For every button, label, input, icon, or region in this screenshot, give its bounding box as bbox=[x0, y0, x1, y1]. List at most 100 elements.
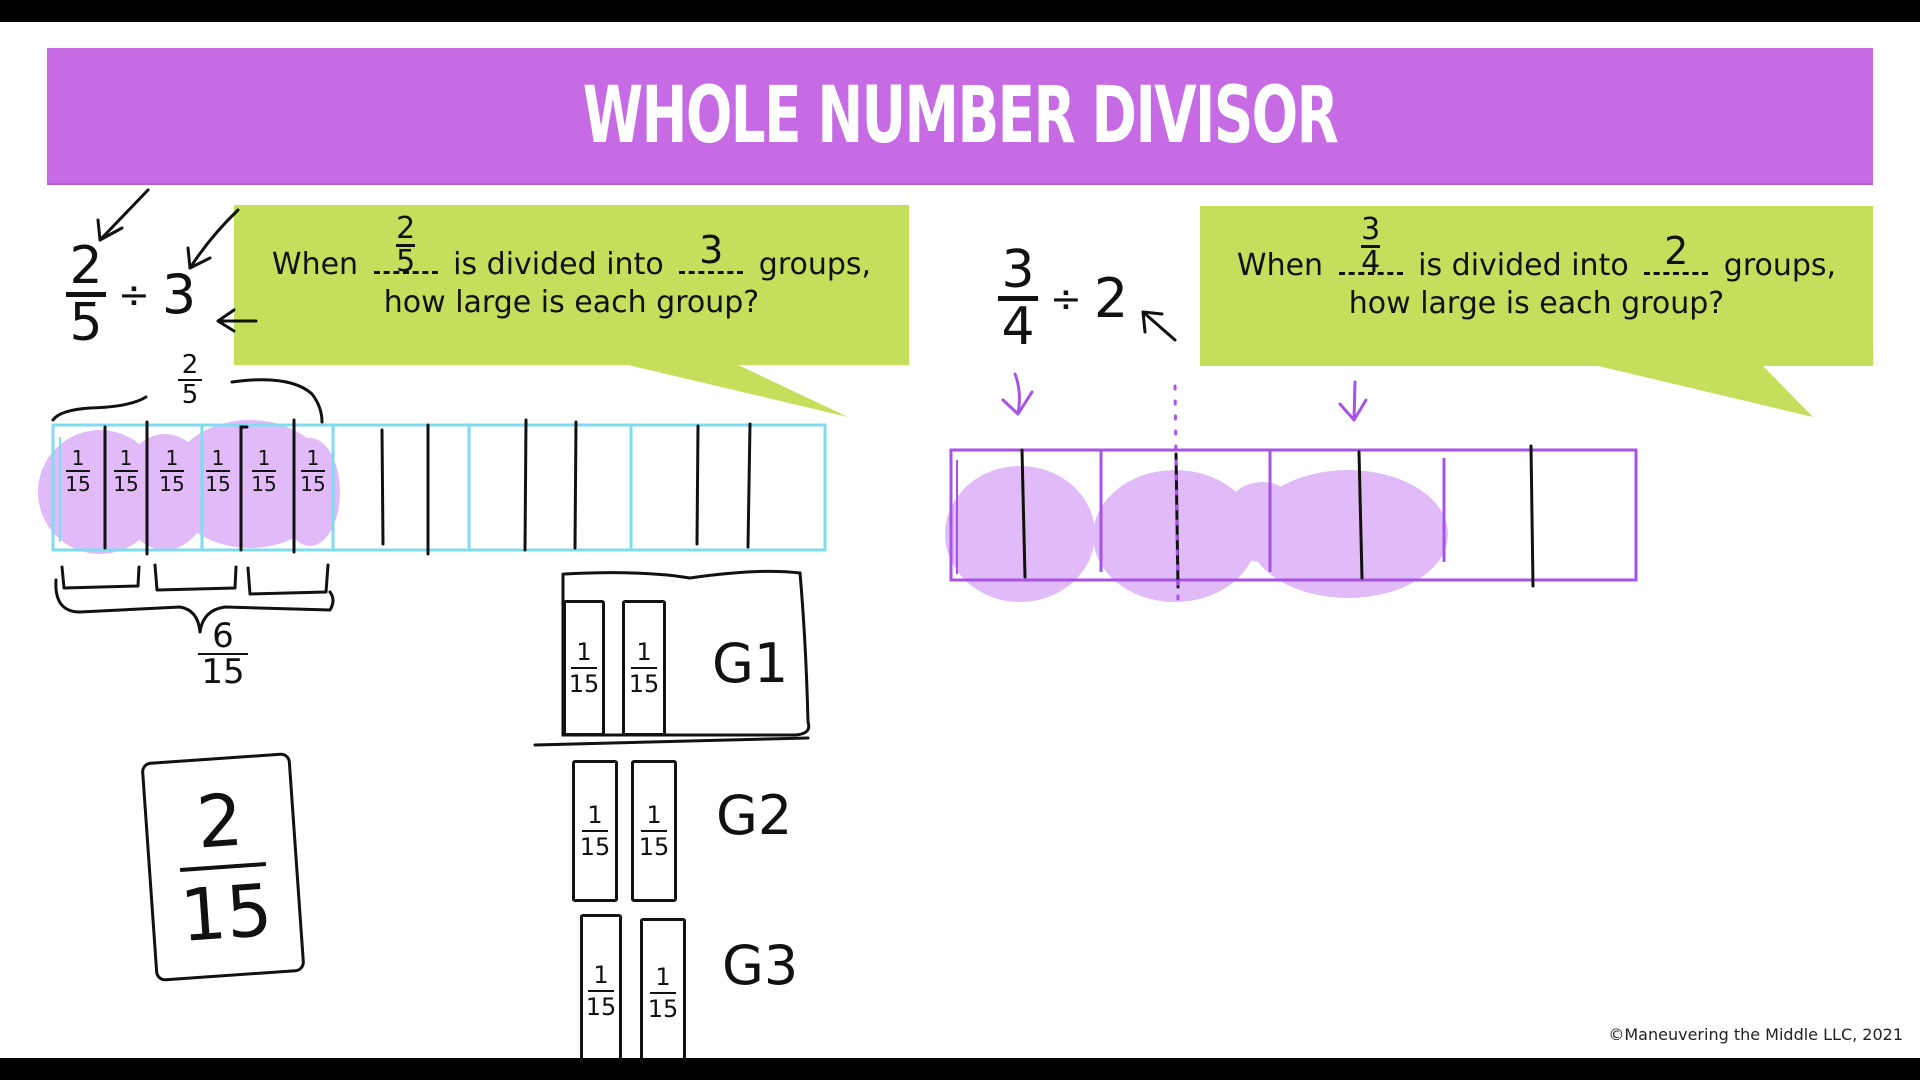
page-title: WHOLE NUMBER DIVISOR bbox=[582, 71, 1339, 161]
expression-denominator: 4 bbox=[1001, 297, 1035, 357]
cell-denominator: 15 bbox=[251, 472, 277, 496]
expression-numerator: 2 bbox=[69, 236, 103, 296]
expression-divisor: 3 bbox=[161, 263, 197, 326]
cell-numerator: 1 bbox=[119, 446, 133, 470]
label-bar bbox=[178, 379, 202, 381]
subdivision-lines-left bbox=[103, 418, 752, 556]
bubble-tail-left bbox=[624, 364, 848, 417]
card-denominator: 15 bbox=[568, 670, 600, 698]
card-bar bbox=[588, 989, 614, 992]
card-denominator: 15 bbox=[628, 670, 660, 698]
highlight-scribble-right bbox=[945, 466, 1448, 602]
card-denominator: 15 bbox=[585, 992, 617, 1021]
card-denominator: 15 bbox=[638, 833, 670, 861]
drawing-layer bbox=[38, 188, 1813, 747]
cell-denominator: 15 bbox=[65, 472, 91, 496]
fill-denominator: 4 bbox=[1361, 245, 1381, 280]
prompt-word: is divided into bbox=[453, 247, 664, 282]
blank-divisor-left: 3 bbox=[679, 231, 744, 274]
expression-left: 2 5 ÷ 3 bbox=[66, 236, 197, 349]
title-banner: WHOLE NUMBER DIVISOR bbox=[47, 48, 1873, 185]
prompt-line2-left: how large is each group? bbox=[383, 285, 760, 320]
card-denominator: 15 bbox=[579, 833, 611, 861]
prompt-line2-right: how large is each group? bbox=[1348, 286, 1725, 321]
group-label-g3: G3 bbox=[722, 934, 799, 997]
cell-numerator: 1 bbox=[257, 446, 271, 470]
card-bar bbox=[571, 667, 597, 669]
fraction-bar bbox=[998, 296, 1038, 301]
fill-numerator: 2 bbox=[396, 211, 416, 246]
copyright-footer: ©Maneuvering the Middle LLC, 2021 bbox=[1608, 1025, 1903, 1044]
answer-denominator: 15 bbox=[177, 867, 275, 958]
highlight-scribble-left bbox=[38, 420, 340, 554]
cell-numerator: 1 bbox=[306, 446, 320, 470]
prompt-word: groups, bbox=[758, 247, 872, 282]
group-divider bbox=[533, 736, 810, 747]
card-bar bbox=[631, 667, 657, 669]
fill-bar bbox=[1361, 245, 1381, 248]
blank-divisor-right: 2 bbox=[1644, 232, 1709, 275]
expression-numerator: 3 bbox=[1001, 240, 1035, 300]
arrow-icons-left bbox=[96, 188, 258, 333]
group-box-g1 bbox=[561, 569, 811, 737]
expression-divisor: 2 bbox=[1093, 267, 1129, 330]
cell-denominator: 15 bbox=[300, 472, 326, 496]
prompt-word: is divided into bbox=[1418, 248, 1629, 283]
divide-operator: ÷ bbox=[118, 272, 150, 317]
cell-numerator: 1 bbox=[211, 446, 225, 470]
fraction-bar bbox=[66, 292, 106, 297]
label-denominator: 5 bbox=[181, 380, 199, 410]
card-numerator: 1 bbox=[576, 638, 592, 666]
label-numerator: 2 bbox=[181, 350, 199, 380]
group-label-g2: G2 bbox=[716, 784, 793, 847]
arrow-icon bbox=[96, 188, 150, 242]
fill-denominator: 5 bbox=[396, 244, 416, 279]
shaded-total-label: 6 15 bbox=[195, 616, 251, 689]
card-bar bbox=[641, 830, 667, 832]
cell-bar bbox=[252, 470, 276, 472]
cell-bar bbox=[66, 470, 90, 472]
answer-numerator: 2 bbox=[194, 777, 246, 865]
fill-numerator: 3 bbox=[1361, 212, 1381, 247]
prompt-word: groups, bbox=[1723, 248, 1837, 283]
arrow-icon bbox=[216, 308, 258, 333]
total-bar bbox=[198, 653, 248, 655]
group-label-g1: G1 bbox=[712, 632, 789, 695]
card-numerator: 1 bbox=[636, 638, 652, 666]
card-numerator: 1 bbox=[587, 801, 603, 829]
arrow-icons-right bbox=[1001, 372, 1368, 422]
whole-label-left: 2 5 bbox=[172, 352, 208, 408]
card-bar bbox=[582, 830, 608, 832]
bubble-tail-right bbox=[1594, 365, 1813, 417]
prompt-word: When bbox=[1236, 248, 1324, 283]
fraction-bar-right bbox=[949, 448, 1638, 582]
cell-bar bbox=[301, 470, 325, 472]
arrow-icon bbox=[186, 208, 240, 270]
fraction-bar-left bbox=[51, 423, 827, 552]
card-denominator: 15 bbox=[647, 994, 679, 1023]
fill-bar bbox=[396, 244, 416, 247]
top-brace-left bbox=[51, 378, 324, 424]
total-numerator: 6 bbox=[212, 616, 234, 656]
arrow-icon bbox=[1001, 372, 1034, 416]
cell-denominator: 15 bbox=[113, 472, 139, 496]
card-bar bbox=[650, 991, 676, 994]
cell-bar bbox=[160, 470, 184, 472]
